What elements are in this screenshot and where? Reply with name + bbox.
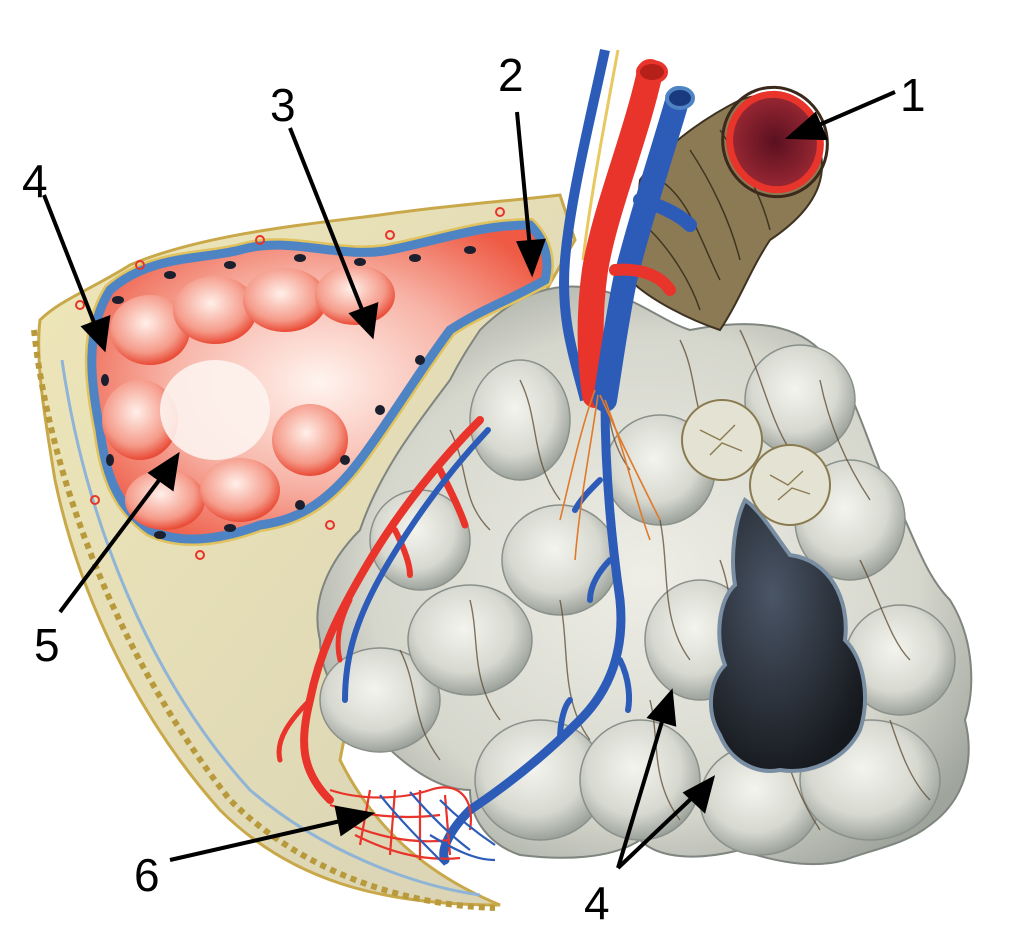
dark-sinus bbox=[708, 497, 867, 773]
callout-label-3: 3 bbox=[270, 79, 296, 131]
callout-label-2: 2 bbox=[498, 49, 524, 101]
callout-label-6: 6 bbox=[134, 849, 160, 901]
adjacent-lymph-node bbox=[75, 207, 554, 560]
callout-label-1: 1 bbox=[900, 69, 926, 121]
secondary-follicles bbox=[681, 399, 831, 526]
callout-label-5: 5 bbox=[34, 619, 60, 671]
capsule-small-vessels bbox=[75, 207, 505, 560]
hilar-blood-vessels bbox=[559, 48, 697, 412]
callout-label-4-left: 4 bbox=[22, 155, 48, 207]
subcapsular-dots bbox=[101, 246, 476, 539]
capsule-inner-blue-line bbox=[60, 359, 481, 897]
thin-arterioles bbox=[559, 389, 661, 561]
arterial-branches bbox=[276, 416, 484, 804]
capsule-edge-fibers bbox=[31, 329, 496, 911]
callout-label-4-bottom: 4 bbox=[584, 877, 610, 929]
callout-arrows bbox=[42, 90, 896, 870]
